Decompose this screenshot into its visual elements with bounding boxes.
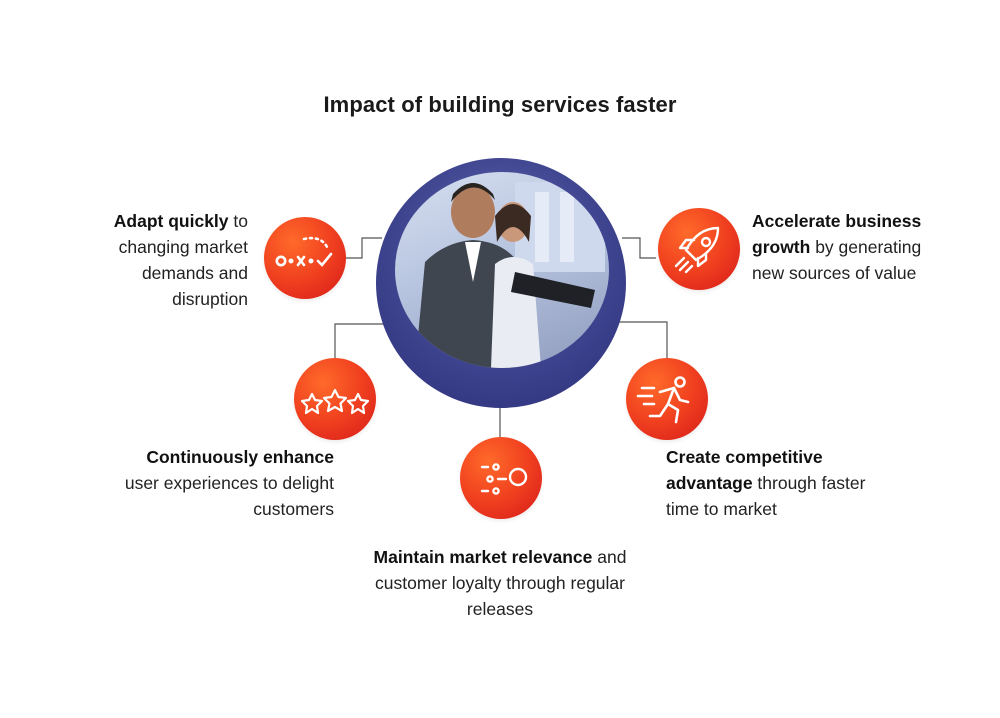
rocket-icon <box>658 208 740 290</box>
caption-advantage: Create competitive advantage through fas… <box>666 444 866 522</box>
caption-growth-bold: Accelerate business growth <box>752 211 922 257</box>
caption-relevance: Maintain market relevance and customer l… <box>360 544 640 622</box>
journey-path-icon <box>264 217 346 299</box>
sprinter-icon <box>626 358 708 440</box>
connector-growth <box>622 237 656 259</box>
caption-adapt: Adapt quickly to changing market demands… <box>80 208 248 312</box>
caption-relevance-text: and customer loyalty through regular rel… <box>375 547 627 619</box>
caption-adapt-text: to changing market demands and disruptio… <box>118 211 248 309</box>
caption-growth-text: by generating new sources of value <box>752 237 922 283</box>
caption-relevance-bold: Maintain market relevance <box>373 547 593 567</box>
connector-adapt <box>346 237 382 259</box>
caption-enhance: Continuously enhance user experiences to… <box>120 444 334 522</box>
connector-advantage <box>618 321 668 360</box>
three-stars-icon <box>294 358 376 440</box>
team-photo <box>395 172 609 368</box>
diagram-title: Impact of building services faster <box>323 92 677 117</box>
caption-enhance-text: user experiences to delight customers <box>124 473 334 519</box>
releases-icon <box>460 437 542 519</box>
caption-growth: Accelerate business growth by generating… <box>752 208 952 286</box>
caption-adapt-bold: Adapt quickly <box>113 211 229 231</box>
laptop <box>511 272 595 308</box>
caption-advantage-bold: Create competitive advantage <box>666 447 823 493</box>
connector-enhance <box>334 323 385 358</box>
man-head <box>451 186 495 238</box>
caption-enhance-bold: Continuously enhance <box>146 447 334 467</box>
caption-advantage-text: through faster time to market <box>666 473 866 519</box>
